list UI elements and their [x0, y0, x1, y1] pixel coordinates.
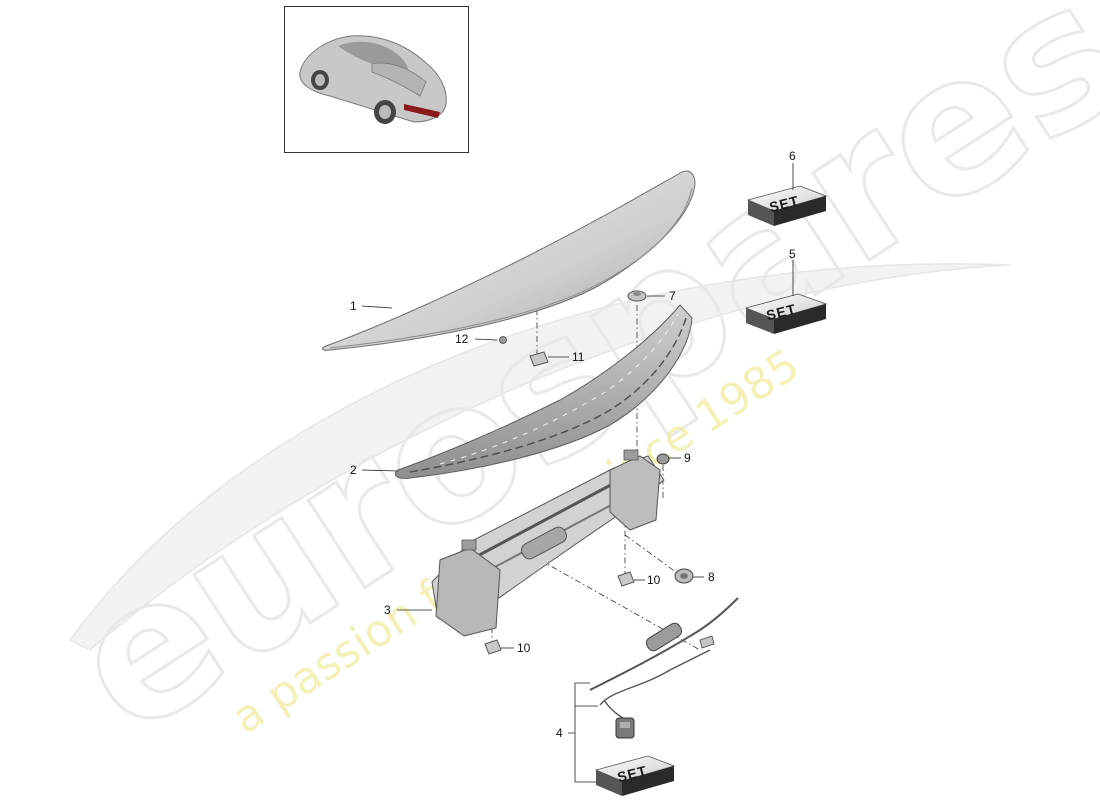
- callout-8: 8: [708, 570, 715, 584]
- set-label-4: SET: [616, 762, 649, 785]
- callout-7: 7: [669, 289, 676, 303]
- set-badge-4: SET: [594, 755, 676, 796]
- leader-4-bracket: [568, 682, 598, 783]
- callout-9: 9: [684, 451, 691, 465]
- callout-10-lower: 10: [517, 641, 531, 655]
- part-11-clip: [529, 351, 549, 367]
- part-3-drive-assembly: [431, 449, 665, 637]
- callout-10-upper: 10: [647, 573, 661, 587]
- callout-4: 4: [556, 726, 563, 740]
- set-label-6: SET: [768, 192, 801, 215]
- set-badge-6: SET: [746, 185, 828, 226]
- watermark: eurospares a passion for parts since 198…: [33, 0, 1100, 779]
- car-icon: [299, 35, 447, 124]
- callout-6: 6: [789, 149, 796, 163]
- callout-1: 1: [350, 299, 357, 313]
- watermark-brand: eurospares: [34, 0, 1100, 778]
- callout-12: 12: [455, 332, 469, 346]
- leader-12: [474, 338, 498, 341]
- callout-numbers: 1 2 3 4 5 6 7 8 9 10 10 11 12: [350, 149, 796, 740]
- set-label-5: SET: [765, 301, 798, 324]
- part-8-bracket: [674, 568, 694, 584]
- callout-11: 11: [572, 350, 585, 364]
- part-7-grommet: [627, 290, 647, 302]
- callout-leaders: [361, 163, 794, 783]
- part-4-cable-kit: [589, 597, 739, 739]
- part-12-screw: [499, 336, 507, 344]
- watermark-swoosh: [68, 263, 1011, 651]
- set-badge-5: SET: [744, 293, 828, 334]
- part-1-spoiler-cover: [322, 170, 696, 351]
- part-10-clip-upper: [617, 571, 635, 587]
- assembly-line-8: [624, 534, 681, 576]
- callout-5: 5: [789, 247, 796, 261]
- leader-2: [361, 469, 399, 472]
- callout-3: 3: [384, 603, 391, 617]
- vehicle-thumbnail: [284, 6, 469, 153]
- part-2-spoiler-frame: [394, 304, 693, 479]
- part-10-clip-lower: [484, 639, 502, 655]
- leader-1: [361, 305, 393, 309]
- part-9-nut: [656, 453, 670, 465]
- callout-2: 2: [350, 463, 357, 477]
